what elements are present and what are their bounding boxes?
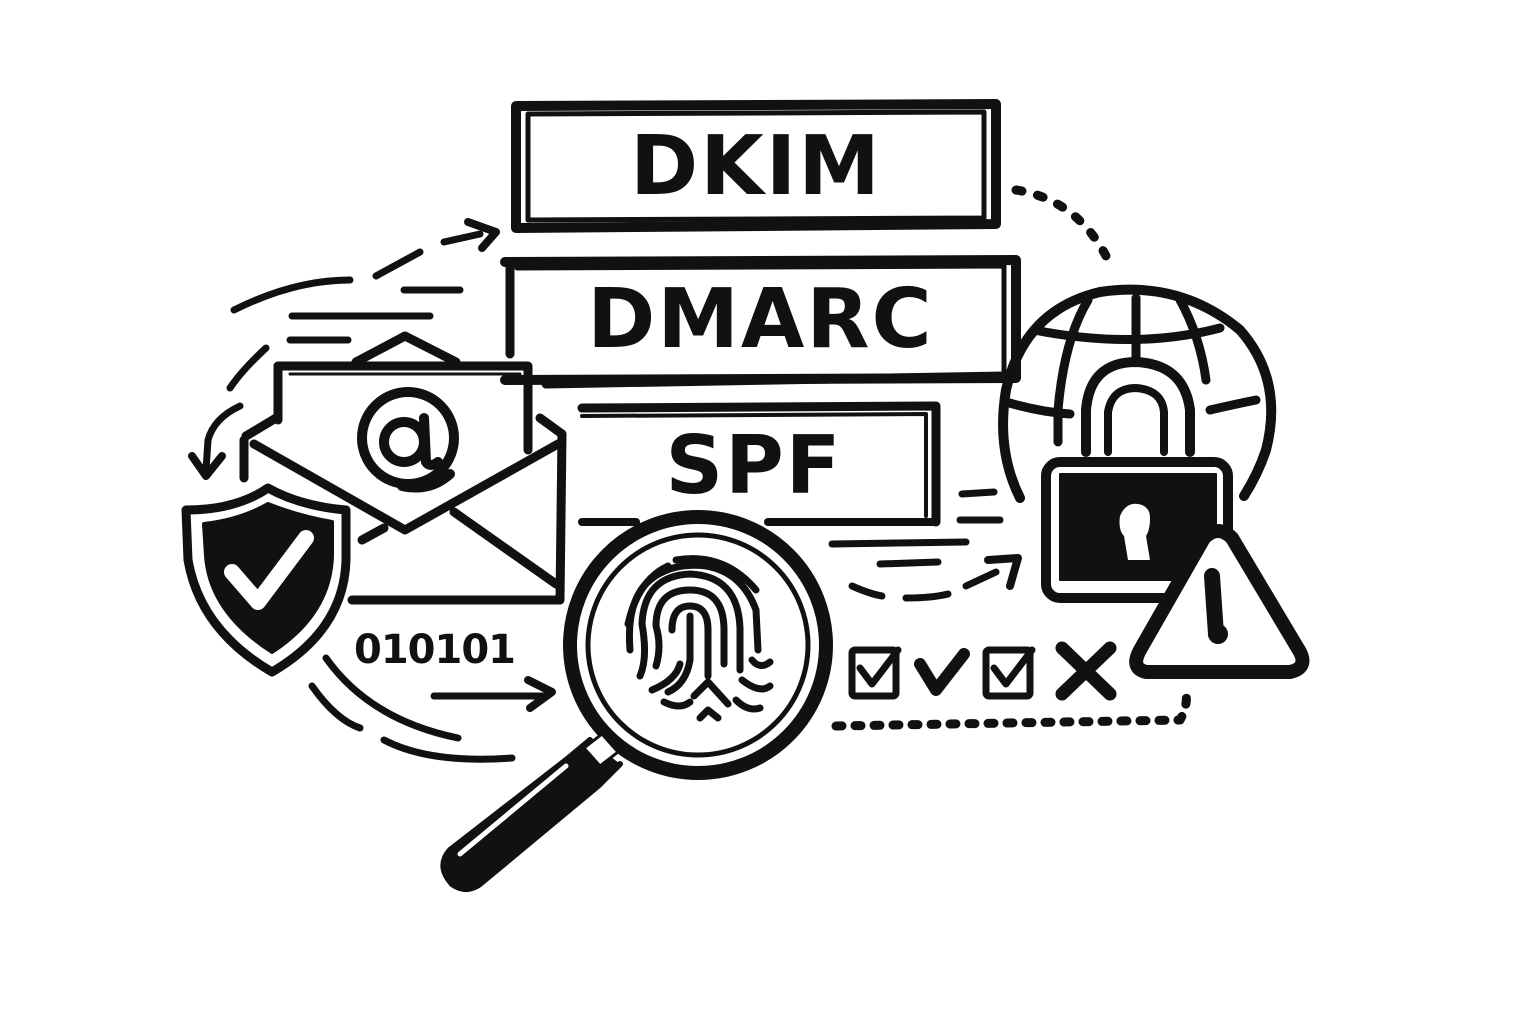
- dkim-frame: [511, 99, 1001, 233]
- status-marks: [848, 641, 1117, 701]
- spf-text: SPF: [665, 419, 843, 512]
- checkbox-checked-icon: [848, 646, 902, 700]
- x-mark-icon: [1055, 641, 1117, 701]
- spf-label: SPF: [582, 416, 926, 516]
- spf-frame: [577, 401, 941, 527]
- binary-text: 010101: [354, 627, 516, 673]
- dmarc-frame: [500, 255, 1021, 389]
- dotted-connectors: [831, 185, 1191, 731]
- magnifying-glass-fingerprint-icon: [440, 510, 833, 892]
- shield-check-icon: [181, 483, 351, 677]
- flow-lines: [188, 218, 1022, 763]
- dmarc-text: DMARC: [587, 272, 934, 367]
- dkim-label: DKIM: [528, 114, 984, 220]
- globe-icon: [998, 284, 1277, 503]
- dkim-text: DKIM: [630, 119, 882, 214]
- checkmark-icon: [914, 648, 970, 696]
- checkbox-checked-icon: [982, 646, 1036, 700]
- envelope-at-icon: [239, 331, 567, 605]
- warning-triangle-icon: [1129, 524, 1310, 679]
- dmarc-label: DMARC: [517, 268, 1004, 372]
